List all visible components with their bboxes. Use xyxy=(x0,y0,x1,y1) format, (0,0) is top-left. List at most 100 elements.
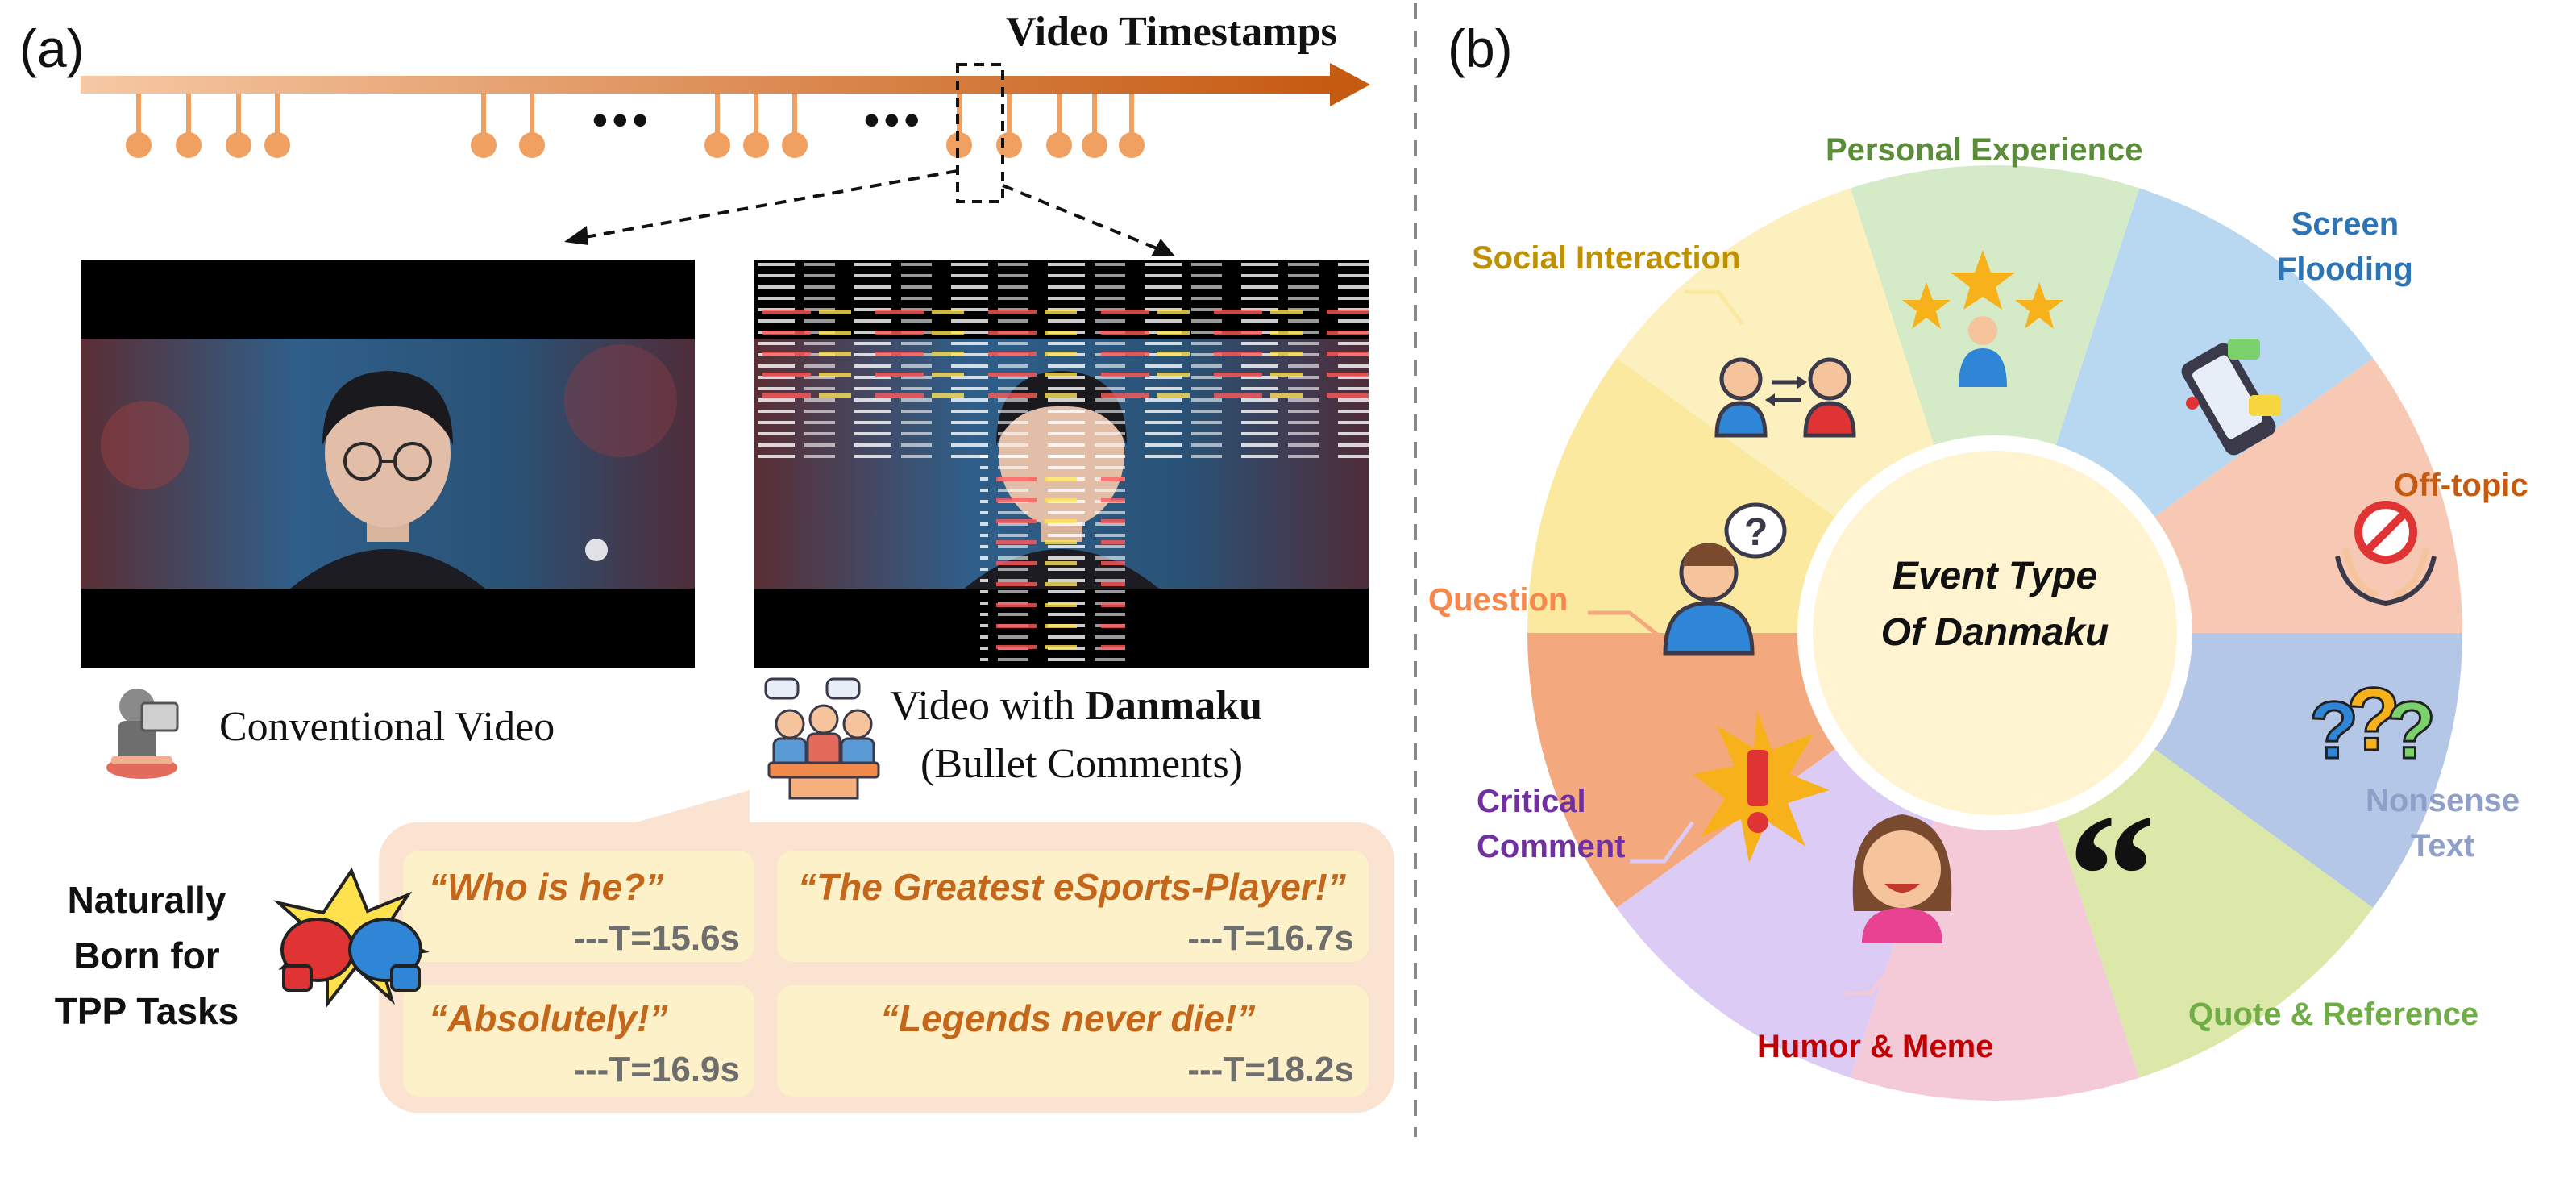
tpp-line-1: Naturally xyxy=(67,879,226,921)
timeline-pin xyxy=(226,132,251,158)
ring-segment-question xyxy=(1527,633,1839,908)
label-screen-flooding: Screen Flooding xyxy=(2277,206,2413,287)
two-people-exchange-icon xyxy=(1714,357,1856,438)
leader-quote-reference xyxy=(2150,935,2185,990)
tpp-line-3: TPP Tasks xyxy=(54,990,239,1032)
timeline-pin xyxy=(264,132,290,158)
danmaku-video-frame xyxy=(754,260,1369,668)
center-line-1: Event Type xyxy=(1892,555,2098,597)
comment-card-1: “Who is he?” ---T=15.6s xyxy=(403,851,754,962)
leader-humor-meme xyxy=(1846,954,1904,996)
ring-segment-off-topic xyxy=(2151,358,2462,633)
timeline-pin xyxy=(176,132,202,158)
comment-time-2: ---T=16.7s xyxy=(1187,918,1354,958)
comment-time-3: ---T=16.9s xyxy=(573,1050,740,1089)
comment-card-3: “Absolutely!” ---T=16.9s xyxy=(403,985,754,1097)
label-humor-meme: Humor & Meme xyxy=(1757,1029,1994,1064)
panel-a-label: (a) xyxy=(19,19,85,78)
timeline-bar xyxy=(81,76,1338,94)
timeline-pin xyxy=(519,132,545,158)
dashed-arrow-left-head xyxy=(564,226,588,245)
timeline-gap-1: ••• xyxy=(592,96,653,144)
svg-text:?: ? xyxy=(2346,670,2400,769)
timeline-pin xyxy=(946,132,972,158)
ring-center-text: Event Type Of Danmaku xyxy=(1834,548,2156,660)
ring-segment-social-interaction xyxy=(1527,358,1839,633)
conventional-video-frame xyxy=(81,260,695,668)
timeline-pin xyxy=(126,132,152,158)
panel-divider xyxy=(1414,3,1417,1137)
timeline-pin xyxy=(471,132,497,158)
prohibited-hands-icon xyxy=(2335,501,2437,606)
laughing-girl-icon xyxy=(1852,814,1952,943)
leader-nonsense-text xyxy=(2304,812,2370,829)
event-type-ring: ? ? ? “ ? xyxy=(1527,165,2462,1101)
leader-personal-experience xyxy=(1946,187,1992,231)
player-portrait-image xyxy=(81,339,695,589)
label-off-topic: Off-topic xyxy=(2394,468,2528,503)
comment-card-4: “Legends never die!” ---T=18.2s xyxy=(777,985,1369,1097)
thinking-person-icon: ? xyxy=(1663,502,1787,656)
timeline xyxy=(81,63,1370,256)
leader-lines xyxy=(1588,187,2386,996)
person-with-laptop-icon xyxy=(106,689,179,779)
center-line-2: Of Danmaku xyxy=(1880,610,2109,654)
label-nonsense-text: Nonsense Text xyxy=(2366,783,2520,864)
dashed-arrow-right-head xyxy=(1151,239,1175,256)
comment-text-3: “Absolutely!” xyxy=(429,997,668,1039)
comment-text-4: “Legends never die!” xyxy=(880,997,1256,1039)
leader-critical-comment xyxy=(1630,821,1695,864)
quote-icon: “ xyxy=(2067,777,2156,974)
star-person-icon xyxy=(1902,250,2063,387)
tpp-tasks-text: Naturally Born for TPP Tasks xyxy=(42,872,251,1039)
danmaku-caption-prefix: Video with xyxy=(890,683,1086,729)
comment-text-2: “The Greatest eSports-Player!” xyxy=(798,866,1347,908)
comment-time-1: ---T=15.6s xyxy=(573,918,740,958)
svg-text:“: “ xyxy=(2067,777,2156,974)
svg-text:?: ? xyxy=(2309,685,2358,776)
comment-text-1: “Who is he?” xyxy=(429,866,664,908)
exclamation-burst-icon xyxy=(1693,710,1830,863)
phone-messages-icon xyxy=(2181,339,2281,456)
timeline-pins xyxy=(126,94,1145,158)
label-question: Question xyxy=(1428,582,1568,618)
tpp-line-2: Born for xyxy=(73,935,220,976)
svg-text:?: ? xyxy=(1744,511,1768,554)
ring-segment-quote-reference xyxy=(2055,747,2374,1078)
timeline-pin xyxy=(743,132,769,158)
svg-text:?: ? xyxy=(2387,685,2436,776)
ring-segment-nonsense-text xyxy=(2151,633,2462,908)
timeline-pin xyxy=(1046,132,1072,158)
label-personal-experience: Personal Experience xyxy=(1826,132,2143,168)
timeline-pin xyxy=(1082,132,1107,158)
timeline-pin xyxy=(1119,132,1145,158)
timeline-gap-2: ••• xyxy=(864,96,924,144)
group-meeting-icon xyxy=(764,677,880,800)
label-critical-comment: Critical Comment xyxy=(1477,784,1626,864)
timeline-pin xyxy=(996,132,1022,158)
panel-b-label: (b) xyxy=(1448,19,1513,78)
question-marks-icon: ? ? ? xyxy=(2308,669,2437,777)
danmaku-portrait-image xyxy=(754,260,1369,668)
label-social-interaction: Social Interaction xyxy=(1472,240,1741,276)
danmaku-caption-bold: Danmaku xyxy=(1085,683,1263,729)
ring-center xyxy=(1813,451,2177,815)
dashed-arrow-right xyxy=(1002,184,1161,252)
label-quote-reference: Quote & Reference xyxy=(2188,997,2479,1032)
timeline-pin xyxy=(704,132,730,158)
boxing-gloves-icon xyxy=(272,867,430,1009)
danmaku-caption-line2: (Bullet Comments) xyxy=(920,741,1244,787)
selected-timestamp-box xyxy=(956,63,1004,203)
dashed-arrow-left xyxy=(575,169,958,240)
timeline-pin xyxy=(782,132,808,158)
leader-screen-flooding xyxy=(2223,289,2275,323)
leader-social-interaction xyxy=(1685,289,1744,326)
comment-card-2: “The Greatest eSports-Player!” ---T=16.7… xyxy=(777,851,1369,962)
conventional-video-caption: Conventional Video xyxy=(219,704,555,750)
leader-question xyxy=(1588,610,1662,639)
ring-segment-personal-experience xyxy=(1850,165,2140,449)
comment-time-4: ---T=18.2s xyxy=(1187,1050,1354,1089)
danmaku-video-caption: Video with Danmaku xyxy=(890,682,1262,731)
timeline-title: Video Timestamps xyxy=(1006,9,1337,55)
